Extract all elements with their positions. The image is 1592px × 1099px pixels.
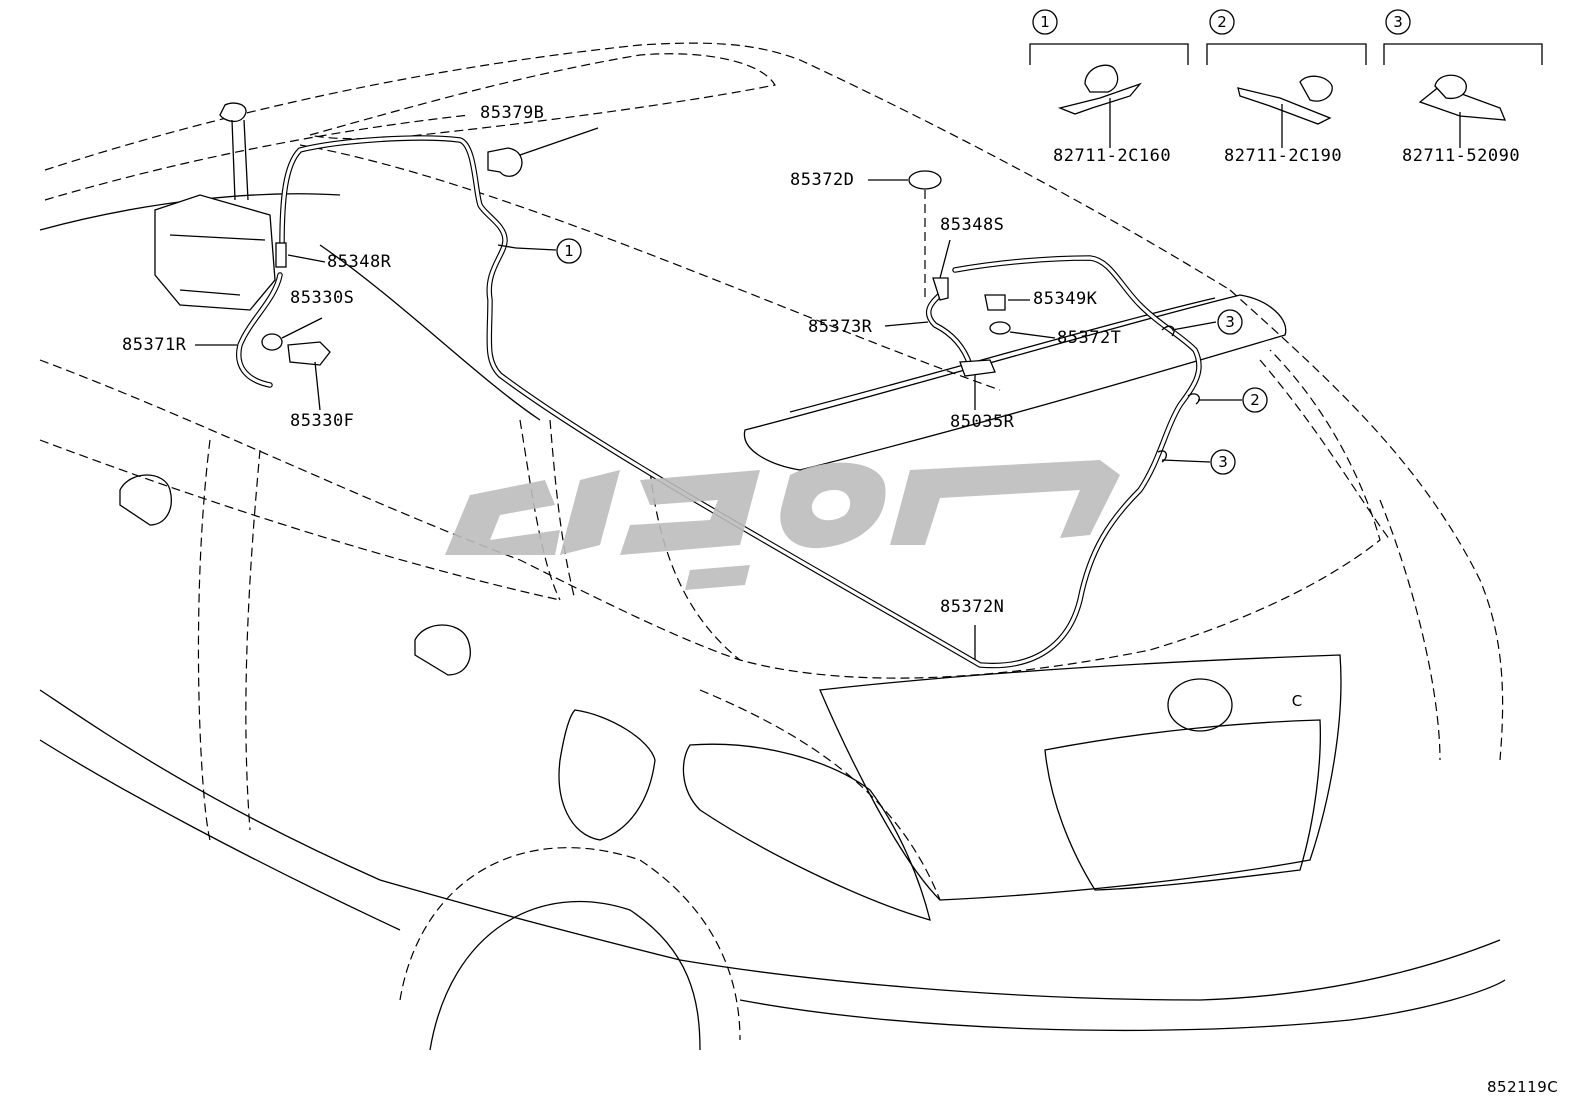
legend-clip-3-part: 82711-52090	[1402, 146, 1520, 166]
leader-lines	[195, 127, 1242, 660]
nozzle-85035R	[959, 359, 996, 377]
legend-clip-2-num: 2	[1217, 13, 1227, 31]
marker-clip-3b: 3	[1218, 453, 1228, 471]
washer-tank	[154, 102, 276, 311]
callout-labels: 85379B 85348R 85330S 85371R 85330F 85372…	[122, 103, 1121, 617]
label-85372D: 85372D	[790, 170, 854, 190]
grommet-85330S	[261, 333, 283, 351]
clip-legend: 1 82711-2C160 2 82711-2C190 3 82711-5209…	[1029, 9, 1543, 166]
legend-clip-1-num: 1	[1040, 13, 1050, 31]
hose-clips	[497, 244, 1200, 463]
watermark-logo	[445, 460, 1120, 590]
hose-85373R	[926, 287, 973, 368]
marker-clip-1: 1	[564, 242, 574, 260]
label-85348R: 85348R	[327, 252, 392, 272]
label-85330F: 85330F	[290, 411, 354, 431]
cap-85379B	[487, 147, 523, 177]
figure-id: 852119C	[1487, 1078, 1558, 1096]
legend-clip-2-part: 82711-2C190	[1224, 146, 1342, 166]
part-joints	[261, 147, 1011, 377]
legend-clip-3-num: 3	[1393, 13, 1403, 31]
label-85035R: 85035R	[950, 412, 1015, 432]
joint-85348S	[932, 277, 949, 301]
hose-85372N	[279, 135, 1202, 669]
label-85371R: 85371R	[122, 335, 187, 355]
marker-clip-3a: 3	[1225, 313, 1235, 331]
emblem-mark: C	[1292, 692, 1302, 710]
pump-85330F	[287, 341, 331, 366]
cap-85372T	[989, 321, 1011, 335]
marker-clip-2: 2	[1250, 391, 1260, 409]
label-85373R: 85373R	[808, 317, 873, 337]
label-85349K: 85349K	[1033, 289, 1098, 309]
label-85330S: 85330S	[290, 288, 354, 308]
label-85379B: 85379B	[480, 103, 544, 123]
legend-clip-1-part: 82711-2C160	[1053, 146, 1171, 166]
clip-markers: 1 3 2 3	[556, 238, 1268, 475]
legend-clip-1: 1 82711-2C160	[1029, 9, 1189, 166]
hose-85371R	[236, 272, 283, 388]
label-85348S: 85348S	[940, 215, 1004, 235]
legend-clip-2: 2 82711-2C190	[1206, 9, 1367, 166]
label-85372N: 85372N	[940, 597, 1004, 617]
legend-clip-3: 3 82711-52090	[1383, 9, 1543, 166]
label-85372T: 85372T	[1057, 328, 1121, 348]
joint-85349K	[984, 294, 1006, 311]
vehicle-outline: C	[39, 42, 1506, 1051]
grommet-85372D	[908, 170, 942, 190]
joint-85348R	[275, 242, 287, 268]
